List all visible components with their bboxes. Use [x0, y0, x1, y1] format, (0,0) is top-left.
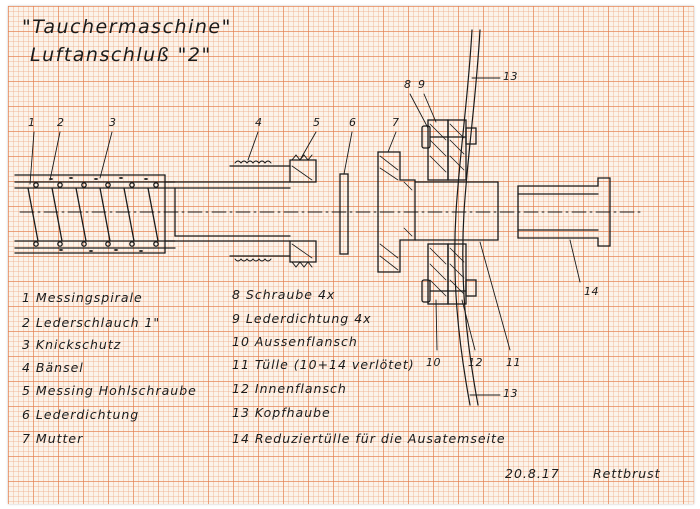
part-number: 5: [313, 116, 321, 129]
hose-assembly: [14, 174, 176, 254]
part-number: 4: [255, 116, 263, 129]
flange-assembly: [414, 29, 499, 406]
drawing-title: "Tauchermaschine": [22, 16, 232, 38]
legend-item: 9 Lederdichtung 4x: [232, 311, 372, 326]
legend-item: 6 Lederdichtung: [22, 407, 140, 422]
leader-lines: [29, 77, 581, 396]
part-number: 10: [426, 356, 441, 369]
legend-item: 4 Bänsel: [22, 360, 84, 375]
part-number: 9: [418, 78, 426, 91]
legend-item: 13 Kopfhaube: [232, 405, 331, 420]
legend-item: 2 Lederschlauch 1": [22, 315, 161, 330]
legend-item: 8 Schraube 4x: [232, 287, 336, 302]
part-number: 11: [506, 356, 521, 369]
legend-item: 5 Messing Hohlschraube: [22, 383, 197, 398]
legend-item: 14 Reduziertülle für die Ausatemseite: [232, 431, 506, 446]
hollow-screw: [164, 154, 317, 268]
legend-item: 1 Messingspirale: [22, 290, 143, 305]
part-number: 12: [468, 356, 483, 369]
legend-item: 10 Aussenflansch: [232, 334, 358, 349]
part-number: 1: [28, 116, 36, 129]
part-number: 8: [404, 78, 412, 91]
part-number: 13: [503, 70, 518, 83]
part-number: 13: [503, 387, 518, 400]
part-number: 2: [57, 116, 65, 129]
part-number: 6: [349, 116, 357, 129]
reducer-tube: [517, 177, 611, 247]
graph-paper: [8, 6, 694, 504]
part-number: 14: [584, 285, 599, 298]
legend-item: 3 Knickschutz: [22, 337, 122, 352]
part-number: 3: [109, 116, 117, 129]
drawing-subtitle: Luftanschluß "2": [30, 44, 212, 66]
signature: Rettbrust: [593, 466, 661, 481]
leather-seal: [339, 173, 349, 255]
part-number: 7: [392, 116, 400, 129]
legend-item: 11 Tülle (10+14 verlötet): [232, 357, 415, 372]
legend-item: 12 Innenflansch: [232, 381, 347, 396]
drawing-date: 20.8.17: [505, 466, 560, 481]
legend-item: 7 Mutter: [22, 431, 84, 446]
